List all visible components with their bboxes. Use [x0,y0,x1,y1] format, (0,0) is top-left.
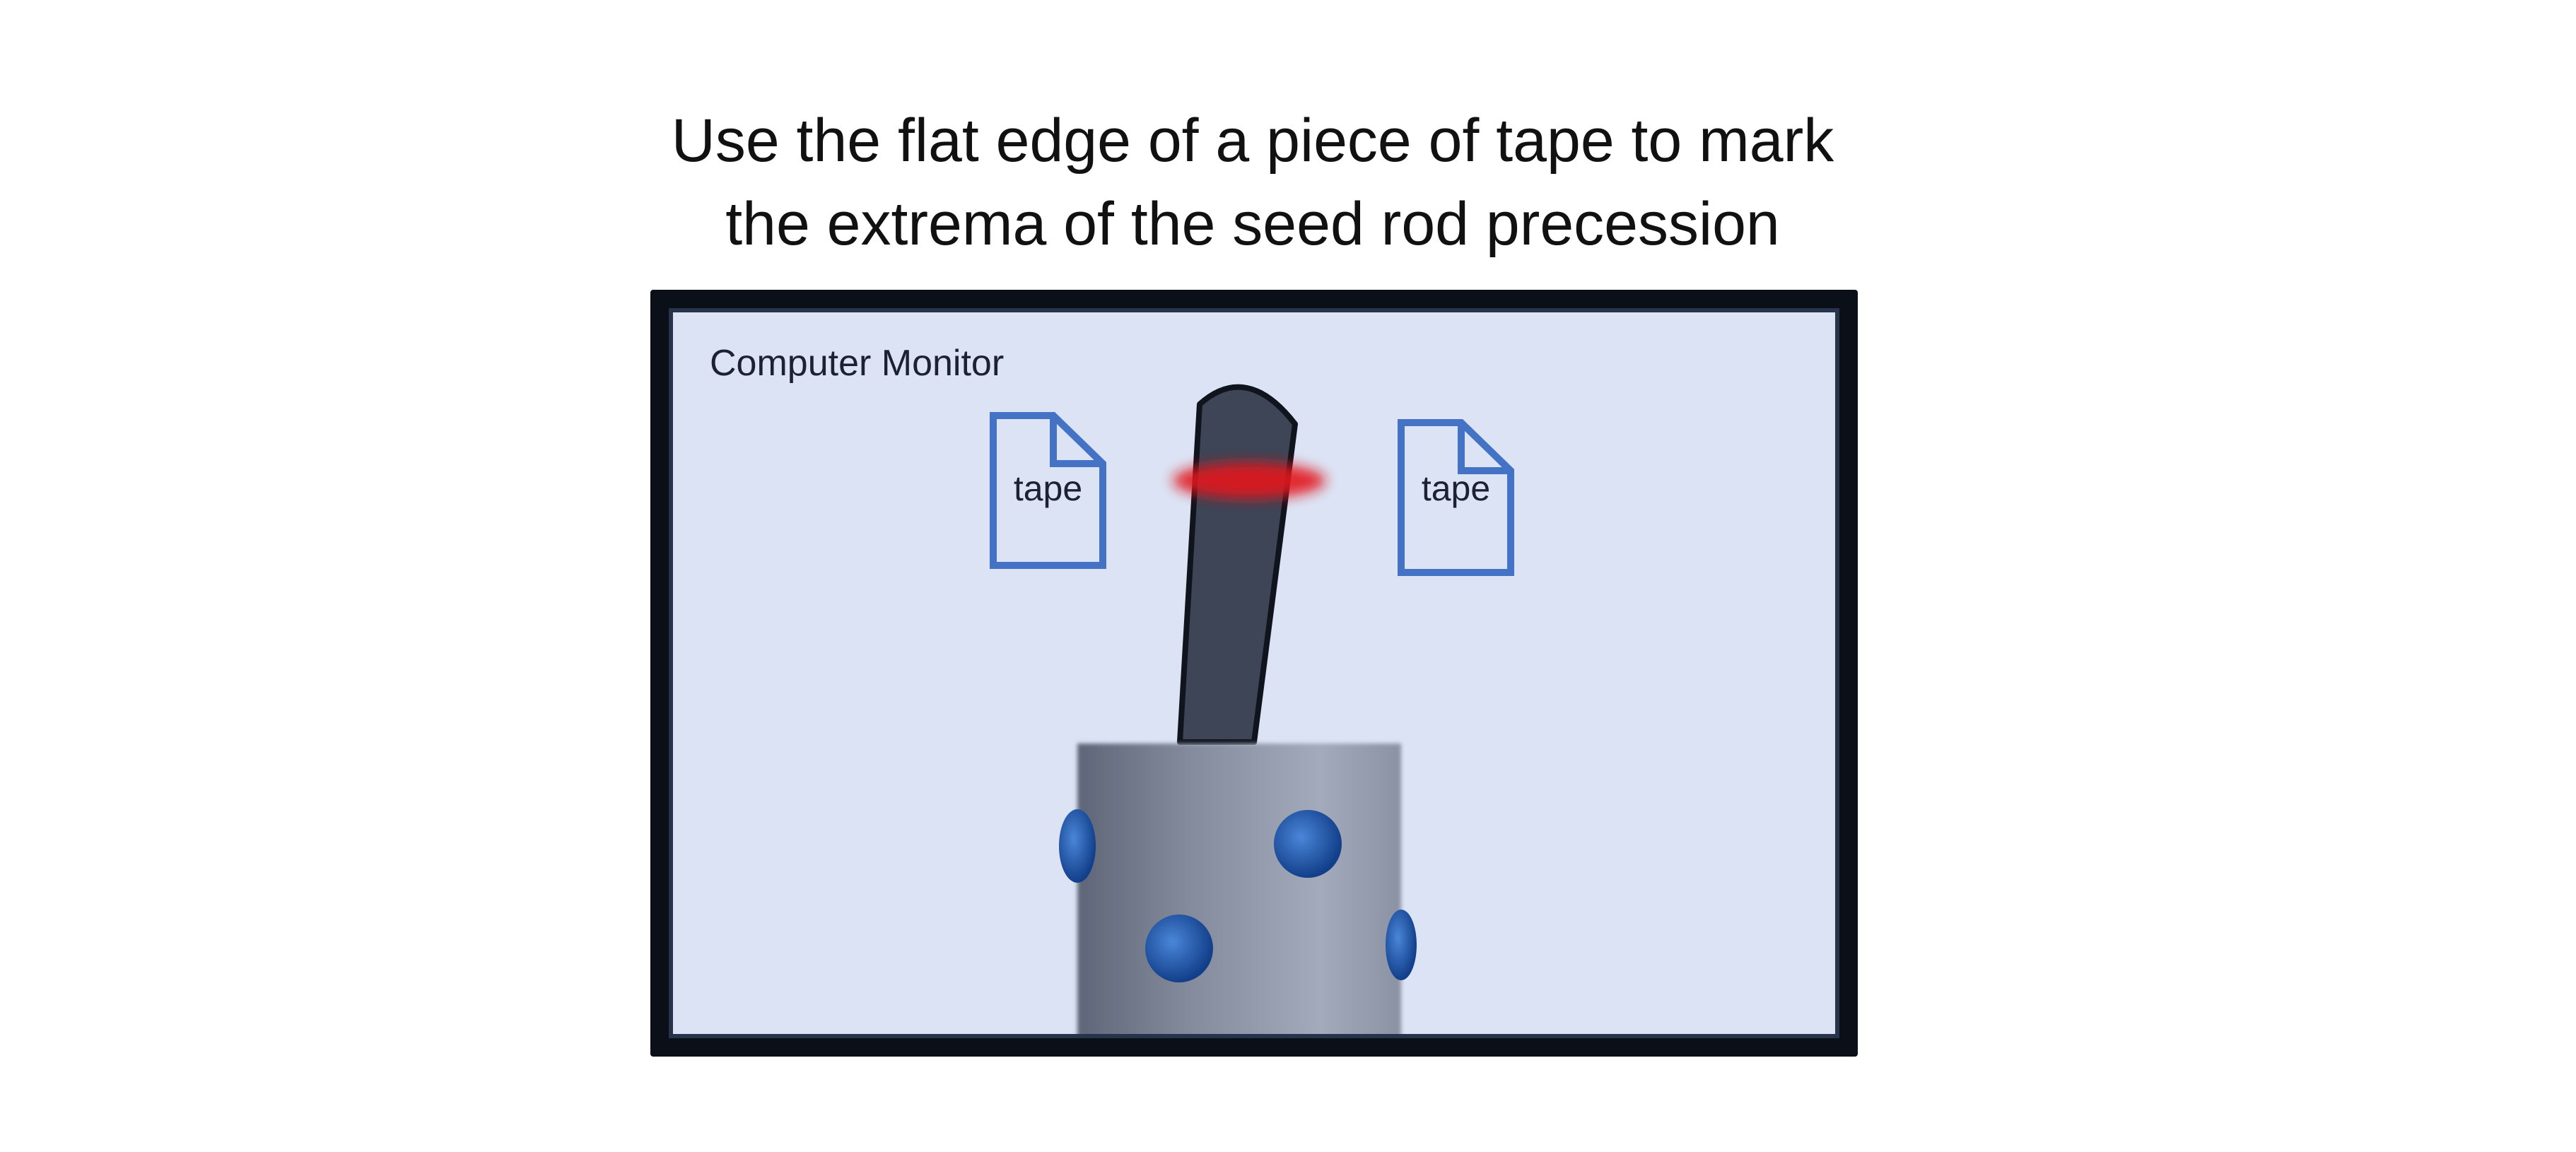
tape-left-icon [990,412,1106,569]
title-line-1: Use the flat edge of a piece of tape to … [671,107,1834,175]
tape-left-label: tape [1013,469,1083,508]
laser-mark [1173,462,1325,499]
dot-left-edge [1059,809,1096,883]
monitor-label: Computer Monitor [710,343,1005,384]
tape-right-icon [1398,419,1514,576]
dot-right-edge [1386,910,1417,980]
tape-right-label: tape [1421,469,1491,508]
computer-monitor: Computer Monitor tape tape [650,290,1858,1057]
rod-holder-cylinder [1077,743,1401,1034]
dot-lower-left [1145,915,1213,982]
instruction-title: Use the flat edge of a piece of tape to … [0,99,2505,266]
seed-rod-scene [990,384,1514,1034]
monitor-screen: Computer Monitor tape tape [669,308,1839,1038]
seed-rod [1177,384,1298,745]
dot-upper-right [1274,810,1342,878]
title-line-2: the extrema of the seed rod precession [725,190,1780,258]
